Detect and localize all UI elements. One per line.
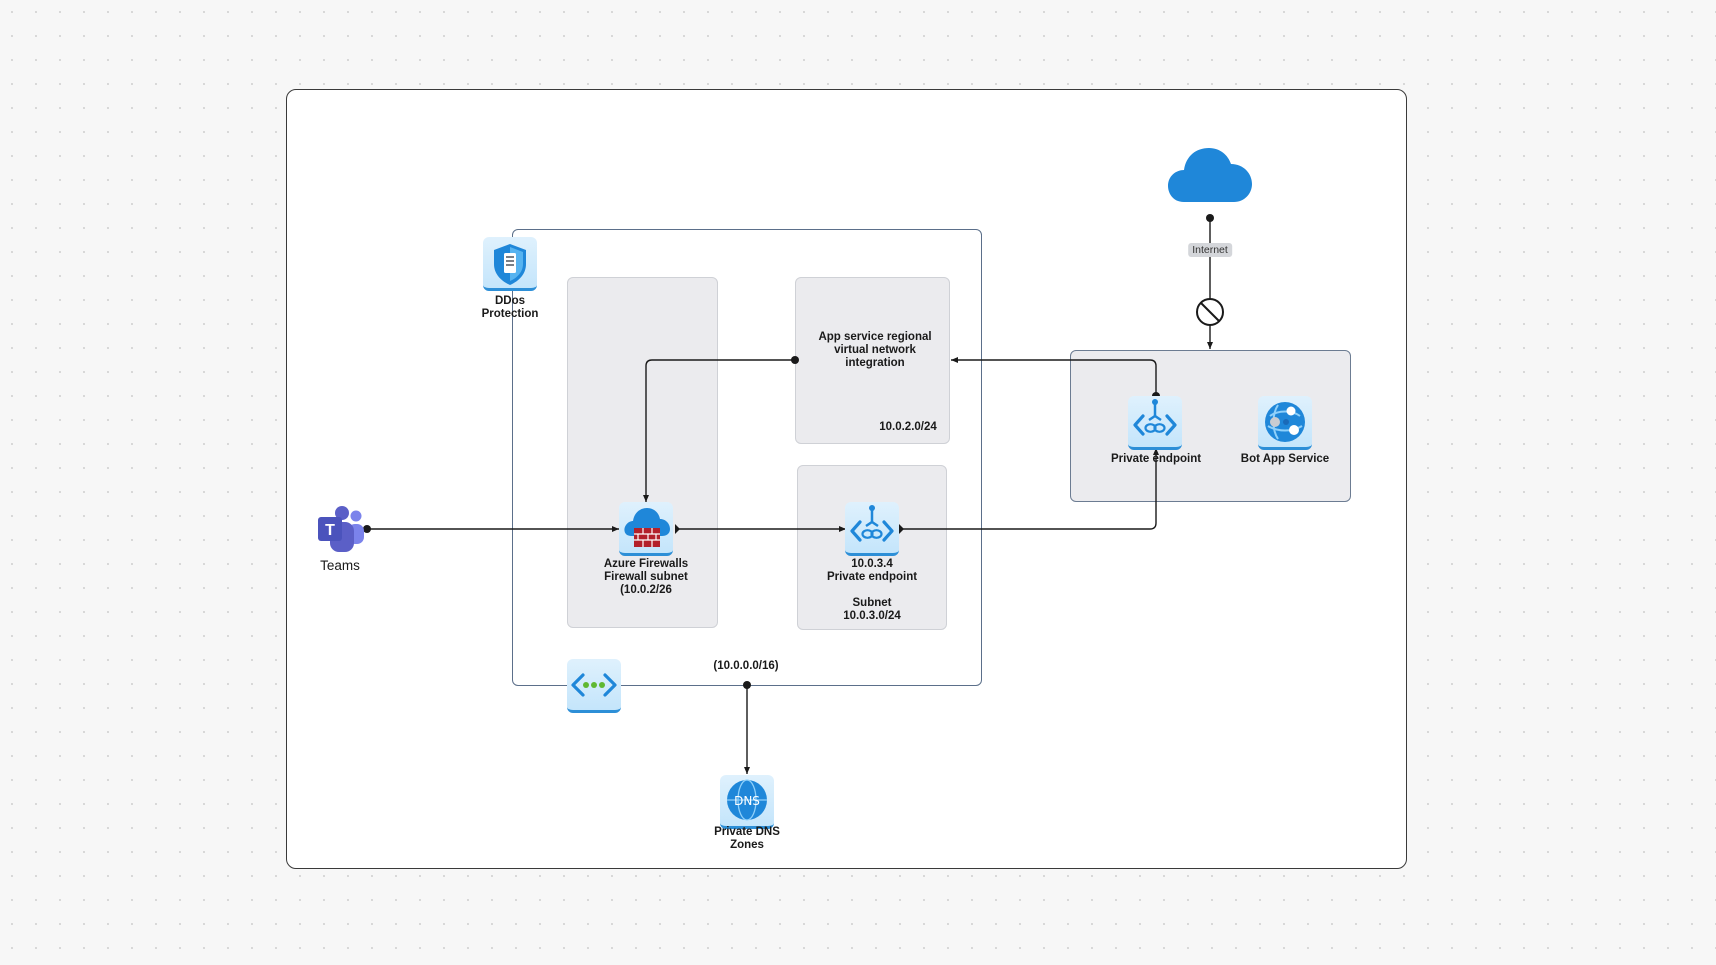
- external-private-endpoint-icon: [1128, 396, 1182, 450]
- external-pe-label: Private endpoint: [1110, 453, 1202, 465]
- dns-label-line2: Zones: [730, 839, 764, 851]
- teams-label: Teams: [320, 558, 360, 573]
- cloud-icon: [1168, 148, 1252, 202]
- firewall-icon: [619, 502, 673, 556]
- pe-subnet-label-line3: Subnet: [852, 597, 892, 609]
- integration-subnet: 10.0.2.0/24: [879, 421, 937, 433]
- firewall-label-line1: Azure Firewalls: [603, 558, 689, 570]
- integration-label-line1: App service regional: [818, 331, 932, 343]
- bot-app-service-icon: [1258, 396, 1312, 450]
- ddos-label-line1: DDos: [494, 295, 526, 307]
- integration-label-line3: integration: [845, 357, 905, 369]
- pe-subnet-label-line2: Private endpoint: [826, 571, 918, 583]
- firewall-label-line3: (10.0.2/26: [620, 584, 672, 596]
- block-icon: [1196, 298, 1224, 326]
- firewall-label-line2: Firewall subnet: [604, 571, 688, 583]
- svg-text:DNS: DNS: [734, 794, 760, 808]
- vnet-icon: [567, 659, 621, 713]
- dns-label-line1: Private DNS: [714, 826, 780, 838]
- vnet-cidr: (10.0.0.0/16): [713, 660, 779, 672]
- teams-icon: T: [318, 506, 364, 552]
- svg-text:T: T: [325, 522, 335, 539]
- ddos-label-line2: Protection: [481, 308, 539, 320]
- bot-app-service-label: Bot App Service: [1240, 453, 1330, 465]
- ddos-shield-icon: [483, 237, 537, 291]
- pe-subnet-label-line1: 10.0.3.4: [851, 558, 893, 570]
- app-integration-panel: [795, 277, 950, 444]
- internet-label: Internet: [1188, 243, 1232, 257]
- private-endpoint-icon: [845, 502, 899, 556]
- integration-label-line2: virtual network: [834, 344, 916, 356]
- dns-icon: DNS: [720, 775, 774, 829]
- pe-subnet-label-line4: 10.0.3.0/24: [843, 610, 901, 622]
